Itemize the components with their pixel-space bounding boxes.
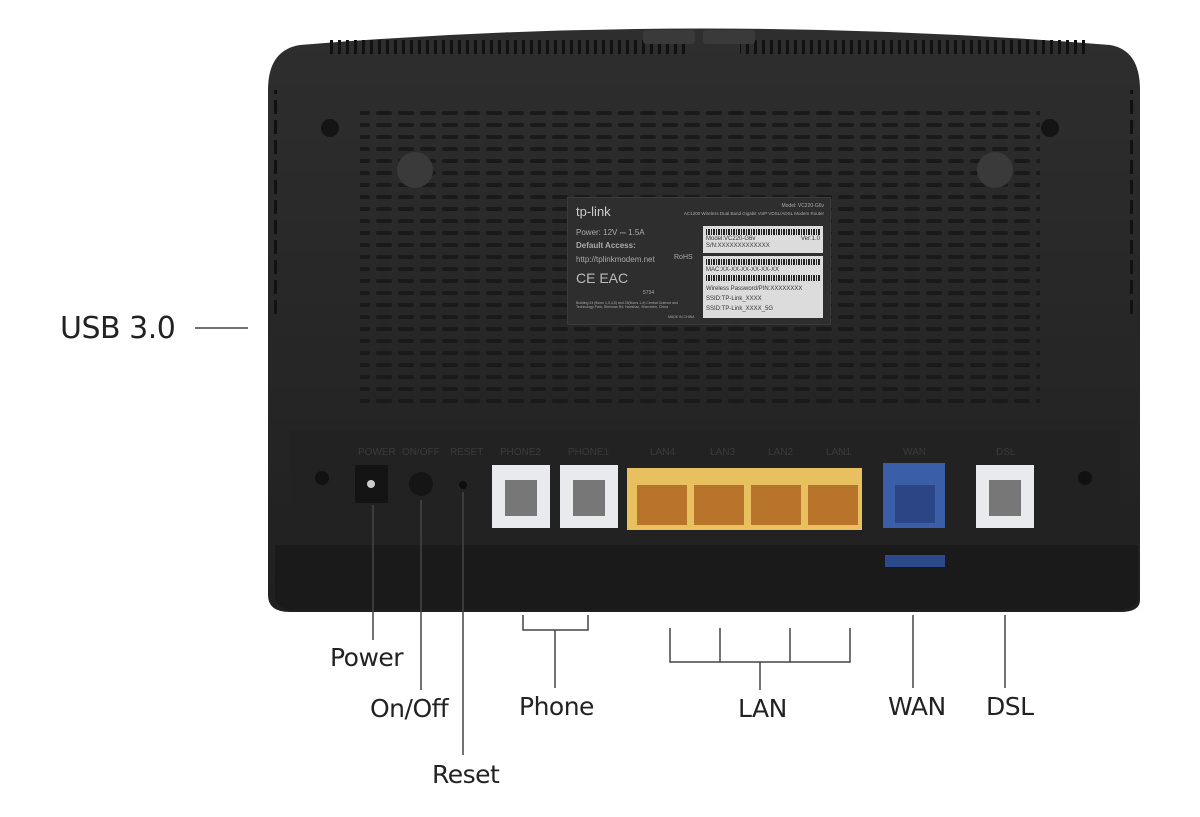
lan1-port: [808, 485, 858, 525]
sticker-made-in: MADE IN CHINA: [668, 315, 695, 319]
callout-lan: LAN: [738, 694, 787, 723]
callout-wan: WAN: [888, 692, 946, 721]
box-ver: Ver:1.0: [800, 236, 820, 242]
sticker-power: Power: 12V ⎓ 1.5A: [576, 228, 645, 237]
top-vents-right: [740, 40, 1090, 58]
device-label-reset: RESET: [450, 447, 484, 458]
brand-logo: tp-link: [576, 204, 611, 219]
ce-eac-marks: CE EAC: [576, 270, 629, 286]
box-sn: S/N:XXXXXXXXXXXXX: [706, 243, 770, 249]
sticker-rohs: RoHS: [674, 254, 693, 261]
device-label-phone1: PHONE1: [568, 447, 610, 458]
sticker-url: http://tplinkmodem.net: [576, 255, 655, 264]
lan2-port: [751, 485, 801, 525]
barcode: [706, 229, 820, 235]
device-label-onoff: ON/OFF: [402, 447, 440, 458]
side-vents-left: [272, 90, 282, 320]
wall-mount-hole-left: [397, 152, 433, 188]
sticker-model: Model: VC220-G6v: [781, 203, 824, 209]
box-model: Model:VC220-G6v: [706, 236, 756, 242]
sticker-description: AC1200 Wireless Dual Band Gigabit VoIP V…: [683, 211, 824, 216]
side-vents-right: [1126, 90, 1136, 320]
wall-mount-hole-right: [977, 152, 1013, 188]
callout-reset: Reset: [432, 760, 500, 789]
callout-power: Power: [330, 643, 404, 672]
lan4-port: [637, 485, 687, 525]
device-label-phone2: PHONE2: [500, 447, 542, 458]
device-label-wan: WAN: [903, 447, 926, 458]
screw-left: [321, 119, 339, 137]
device-label-power: POWER: [358, 447, 396, 458]
callout-dsl: DSL: [986, 692, 1034, 721]
callout-phone: Phone: [519, 692, 594, 721]
box-pin: Wireless Password/PIN:XXXXXXXX: [706, 286, 803, 292]
device-label-lan2: LAN2: [768, 447, 794, 458]
wireless-info-box: MAC:XX-XX-XX-XX-XX-XX Wireless Password/…: [703, 256, 823, 318]
sticker-default-access: Default Access:: [576, 241, 636, 250]
callout-lines: [195, 327, 1006, 755]
front-lip: [275, 545, 1138, 610]
callout-usb: USB 3.0: [60, 311, 176, 346]
reset-hole: [459, 481, 467, 489]
device-label-lan1: LAN1: [826, 447, 852, 458]
device-label-lan4: LAN4: [650, 447, 676, 458]
device-label-lan3: LAN3: [710, 447, 736, 458]
box-ssid2: SSID:TP-Link_XXXX_5G: [706, 306, 774, 312]
top-vents-left: [330, 40, 690, 58]
box-mac: MAC:XX-XX-XX-XX-XX-XX: [706, 267, 780, 273]
top-button-1: [643, 30, 695, 44]
sticker-address: Building 24 (floors 1,3,4,5) and 28(floo…: [576, 301, 678, 309]
screw-right: [1041, 119, 1059, 137]
barcode: [706, 275, 820, 281]
top-button-2: [703, 30, 755, 44]
device-label-dsl: DSL: [996, 447, 1016, 458]
onoff-button: [409, 472, 433, 496]
product-label-sticker: tp-link Model: VC220-G6v AC1200 Wireless…: [567, 197, 831, 325]
barcode: [706, 259, 820, 265]
box-ssid1: SSID:TP-Link_XXXX: [706, 296, 762, 302]
serial-box: Model:VC220-G6v Ver:1.0 S/N:XXXXXXXXXXXX…: [703, 226, 823, 253]
callout-onoff: On/Off: [370, 694, 449, 723]
sticker-cert-number: 5734: [643, 290, 655, 296]
lan3-port: [694, 485, 744, 525]
